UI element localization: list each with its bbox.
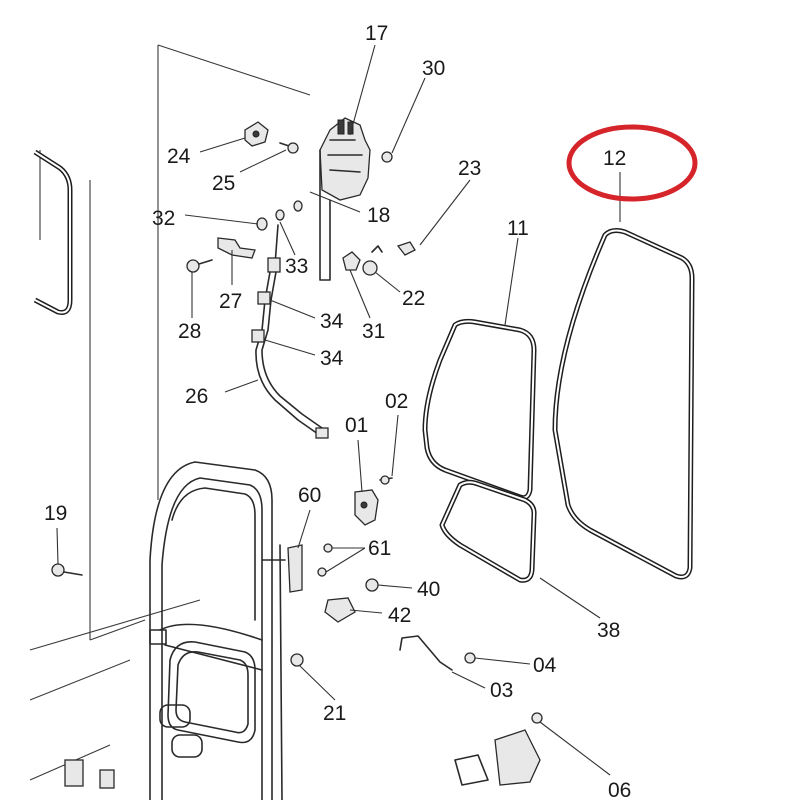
- callout-38: 38: [597, 619, 620, 642]
- callout-labels: 17 30 24 25 23 12 32 18 11 33 27 22 28 3…: [44, 22, 631, 800]
- callout-21: 21: [323, 702, 346, 725]
- callout-27: 27: [219, 290, 242, 313]
- highlight-circle: [566, 124, 698, 202]
- callout-18: 18: [367, 204, 390, 227]
- callout-42: 42: [388, 604, 411, 627]
- window-seal-12: [552, 228, 695, 580]
- callout-04: 04: [533, 654, 557, 677]
- door-frame: [149, 461, 286, 800]
- callout-40: 40: [417, 578, 440, 601]
- callout-34-upper: 34: [320, 310, 344, 333]
- callout-30: 30: [422, 57, 445, 80]
- callout-19: 19: [44, 502, 67, 525]
- callout-25: 25: [212, 172, 235, 195]
- lock-assembly: [319, 117, 371, 281]
- callout-34-lower: 34: [320, 347, 344, 370]
- callout-61: 61: [368, 537, 391, 560]
- callout-23: 23: [458, 157, 481, 180]
- callout-24: 24: [167, 145, 191, 168]
- callout-31: 31: [362, 320, 385, 343]
- callout-11: 11: [507, 217, 529, 240]
- callout-33: 33: [285, 255, 308, 278]
- window-seal-38: [439, 479, 537, 583]
- callout-02: 02: [385, 390, 408, 413]
- callout-12: 12: [603, 147, 626, 170]
- callout-17: 17: [365, 22, 388, 45]
- callout-28: 28: [178, 320, 201, 343]
- callout-26: 26: [185, 385, 208, 408]
- leader-lines: [56, 44, 621, 776]
- cab-frame: [29, 44, 311, 781]
- callout-22: 22: [402, 287, 425, 310]
- callout-06: 06: [608, 779, 631, 800]
- left-window-glass: [33, 149, 73, 315]
- hardware: [51, 121, 543, 789]
- callout-03: 03: [490, 679, 513, 702]
- window-seal-11: [422, 318, 537, 501]
- callout-01: 01: [345, 414, 368, 437]
- callout-60: 60: [298, 484, 321, 507]
- callout-32: 32: [152, 207, 175, 230]
